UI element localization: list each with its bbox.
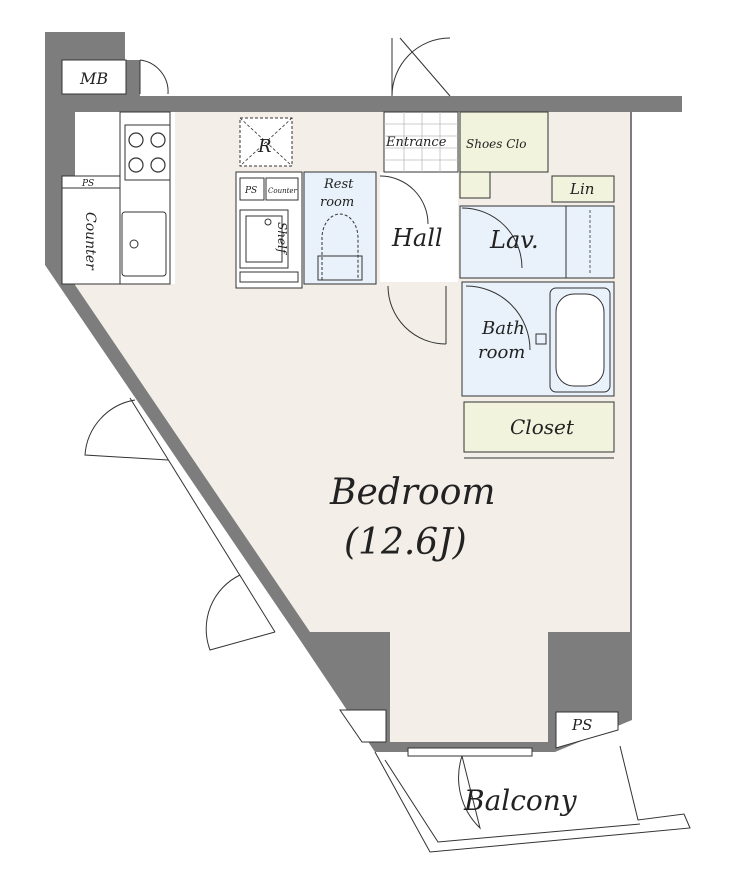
window-door-swing	[84, 399, 169, 461]
counter-unit-box	[265, 177, 299, 201]
lin-label: Lin	[569, 180, 594, 198]
lav-label: Lav.	[489, 226, 539, 254]
hall-label: Hall	[391, 224, 443, 252]
restroom-label-1: Rest	[323, 177, 354, 192]
bath-door-swing	[465, 285, 531, 351]
toilet	[321, 213, 359, 281]
stove	[124, 124, 171, 181]
restroom-door-swing	[379, 175, 429, 225]
shoes-clo-label: Shoes Clo	[466, 137, 527, 151]
counter-unit-label: Counter	[268, 187, 298, 195]
burner-icon	[128, 157, 144, 173]
washer-drain-icon	[264, 218, 272, 226]
window-frame	[129, 397, 276, 633]
closet	[463, 401, 615, 453]
ps-kitchen-label: PS	[81, 179, 94, 189]
burner-icon	[128, 132, 144, 148]
closet-label: Closet	[510, 415, 575, 439]
entrance-floor	[383, 111, 459, 173]
balcony-outline	[374, 745, 691, 853]
bedroom-label: Bedroom	[329, 472, 496, 513]
restroom-label-2: room	[320, 195, 354, 210]
balcony-sash	[407, 747, 533, 757]
bath-faucet	[535, 333, 547, 345]
restroom-floor	[303, 171, 377, 285]
shoes-closet	[459, 111, 549, 173]
shoes-closet-lower	[459, 171, 491, 199]
mb-door-swing	[139, 59, 169, 95]
mb-label: MB	[79, 69, 108, 88]
hall-floor	[380, 172, 458, 282]
counter-left	[61, 187, 121, 285]
entrance-door-swing	[391, 37, 451, 97]
balcony-label: Balcony	[463, 784, 578, 817]
linen-closet	[551, 175, 615, 203]
counter-kitchen-label: Counter	[82, 212, 98, 271]
ps-corner-box	[555, 711, 619, 749]
sink	[121, 211, 167, 277]
balcony-door-swing	[458, 755, 481, 830]
fridge-cross	[239, 117, 293, 167]
bedroom-size-label: (12.6J)	[344, 522, 467, 563]
mb-box	[61, 59, 127, 95]
bathroom-label-2: room	[478, 342, 525, 363]
lav-door-swing	[461, 207, 523, 269]
bathroom-label-1: Bath	[481, 318, 525, 339]
bathtub-inner	[555, 293, 605, 387]
fridge-label: R	[257, 136, 272, 157]
washer-pan	[239, 209, 289, 269]
entrance-label: Entrance	[385, 135, 447, 150]
burner-icon	[150, 157, 166, 173]
ps-corner-label: PS	[571, 716, 592, 734]
washer-pan-inner	[245, 215, 283, 263]
balcony-inner	[384, 759, 641, 843]
shelf-bar	[239, 271, 299, 283]
ps-unit-label: PS	[244, 186, 257, 196]
toilet-tank	[317, 255, 363, 281]
corner-notch	[339, 709, 387, 743]
entrance-door-leaf	[399, 37, 451, 97]
shelf-label: Shelf	[275, 222, 289, 256]
window-door-swing	[205, 574, 276, 651]
hall-door-swing	[387, 285, 447, 345]
drain-icon	[129, 239, 139, 249]
burner-icon	[150, 132, 166, 148]
ps-unit-box	[239, 177, 265, 201]
